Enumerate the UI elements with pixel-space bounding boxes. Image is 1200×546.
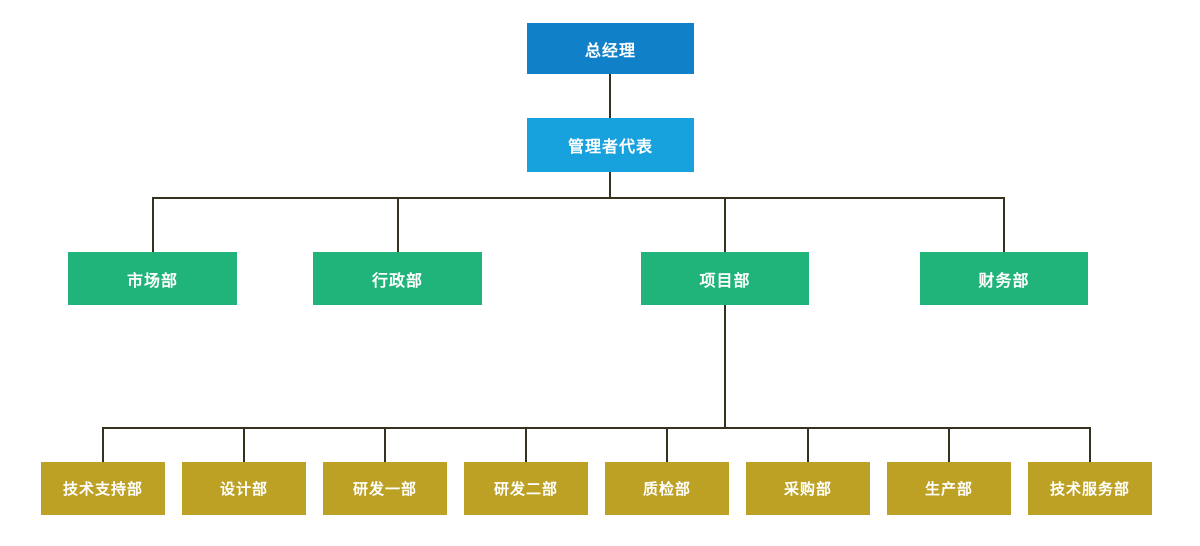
node-project-dept[interactable]: 项目部 xyxy=(641,252,809,305)
node-project-dept-label: 项目部 xyxy=(699,270,751,290)
connector-project-to-bus xyxy=(724,305,726,427)
node-tech-service-dept[interactable]: 技术服务部 xyxy=(1028,462,1152,515)
node-design-dept-label: 设计部 xyxy=(219,480,268,498)
node-administration-dept-label: 行政部 xyxy=(371,270,423,290)
node-quality-inspection-dept-label: 质检部 xyxy=(642,480,691,498)
node-management-representative-label: 管理者代表 xyxy=(567,137,653,156)
node-design-dept[interactable]: 设计部 xyxy=(182,462,306,515)
connector-drop-rd2 xyxy=(525,427,527,462)
node-rd2-dept[interactable]: 研发二部 xyxy=(464,462,588,515)
node-rd1-dept-label: 研发一部 xyxy=(352,480,417,498)
connector-drop-production xyxy=(948,427,950,462)
node-finance-dept-label: 财务部 xyxy=(978,270,1030,290)
connector-drop-tech-service xyxy=(1089,427,1091,462)
connector-sub-bus xyxy=(102,427,1091,429)
node-tech-service-dept-label: 技术服务部 xyxy=(1049,480,1130,498)
connector-dept-bus xyxy=(152,197,1005,199)
node-finance-dept[interactable]: 财务部 xyxy=(920,252,1088,305)
connector-drop-marketing xyxy=(152,197,154,252)
node-management-representative[interactable]: 管理者代表 xyxy=(527,118,694,172)
node-purchasing-dept[interactable]: 采购部 xyxy=(746,462,870,515)
connector-drop-project xyxy=(724,197,726,252)
connector-root-to-rep xyxy=(609,74,611,118)
node-tech-support-dept-label: 技术支持部 xyxy=(62,480,143,498)
connector-drop-tech-support xyxy=(102,427,104,462)
connector-drop-purchasing xyxy=(807,427,809,462)
node-quality-inspection-dept[interactable]: 质检部 xyxy=(605,462,729,515)
connector-drop-design xyxy=(243,427,245,462)
node-production-dept-label: 生产部 xyxy=(924,480,973,498)
node-marketing-dept-label: 市场部 xyxy=(126,270,178,290)
connector-drop-admin xyxy=(397,197,399,252)
node-general-manager[interactable]: 总经理 xyxy=(527,23,694,74)
connector-rep-to-bus xyxy=(609,172,611,197)
node-tech-support-dept[interactable]: 技术支持部 xyxy=(41,462,165,515)
node-marketing-dept[interactable]: 市场部 xyxy=(68,252,237,305)
node-rd1-dept[interactable]: 研发一部 xyxy=(323,462,447,515)
node-general-manager-label: 总经理 xyxy=(584,40,636,60)
connector-drop-finance xyxy=(1003,197,1005,252)
node-production-dept[interactable]: 生产部 xyxy=(887,462,1011,515)
connector-drop-rd1 xyxy=(384,427,386,462)
connector-drop-qa xyxy=(666,427,668,462)
node-purchasing-dept-label: 采购部 xyxy=(783,480,832,498)
node-rd2-dept-label: 研发二部 xyxy=(493,480,558,498)
node-administration-dept[interactable]: 行政部 xyxy=(313,252,482,305)
